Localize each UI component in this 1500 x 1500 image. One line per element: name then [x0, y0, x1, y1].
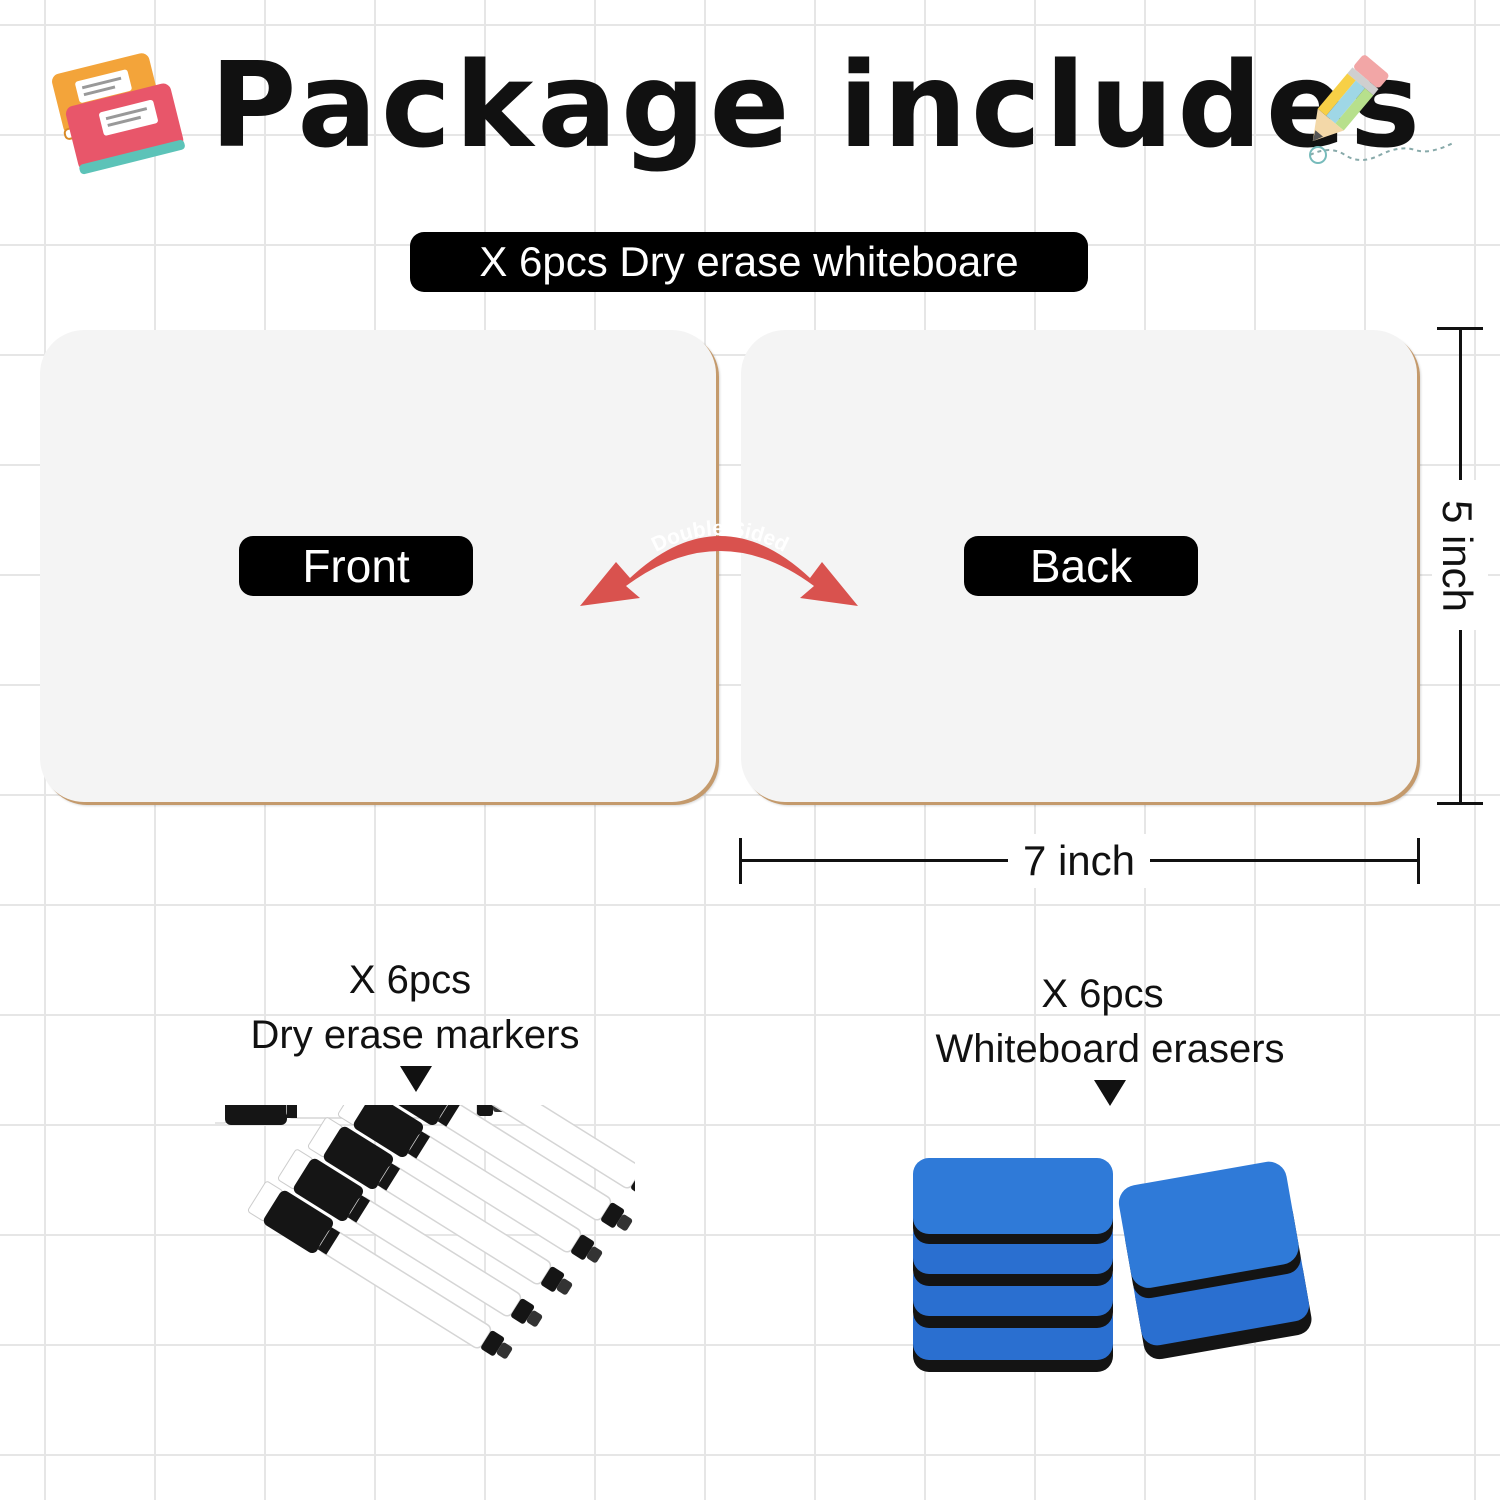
pencil-icon — [1309, 55, 1456, 164]
erasers-name-label: Whiteboard erasers — [935, 1027, 1285, 1071]
erasers-image — [913, 1158, 1312, 1372]
width-dimension-cap-right — [1417, 838, 1420, 884]
markers-name-label: Dry erase markers — [250, 1013, 580, 1057]
boards-count-label: X 6pcs Dry erase whiteboare — [410, 232, 1088, 292]
down-arrow-icon — [1094, 1080, 1126, 1106]
back-label: Back — [964, 536, 1198, 596]
books-icon — [52, 53, 185, 175]
markers-count-label: X 6pcs — [348, 958, 472, 1002]
double-sided-arrow-icon: Double Sided — [580, 517, 858, 606]
page-title: Package includes — [210, 36, 1425, 174]
markers-image — [215, 1105, 635, 1372]
width-dimension-cap-left — [739, 838, 742, 884]
width-label: 7 inch — [1008, 834, 1150, 888]
down-arrow-icon — [400, 1066, 432, 1092]
erasers-count-label: X 6pcs — [1041, 972, 1164, 1016]
height-dimension-cap-bottom — [1437, 802, 1483, 805]
height-label: 5 inch — [1434, 499, 1481, 613]
front-label: Front — [239, 536, 473, 596]
height-dimension-cap-top — [1437, 327, 1483, 330]
